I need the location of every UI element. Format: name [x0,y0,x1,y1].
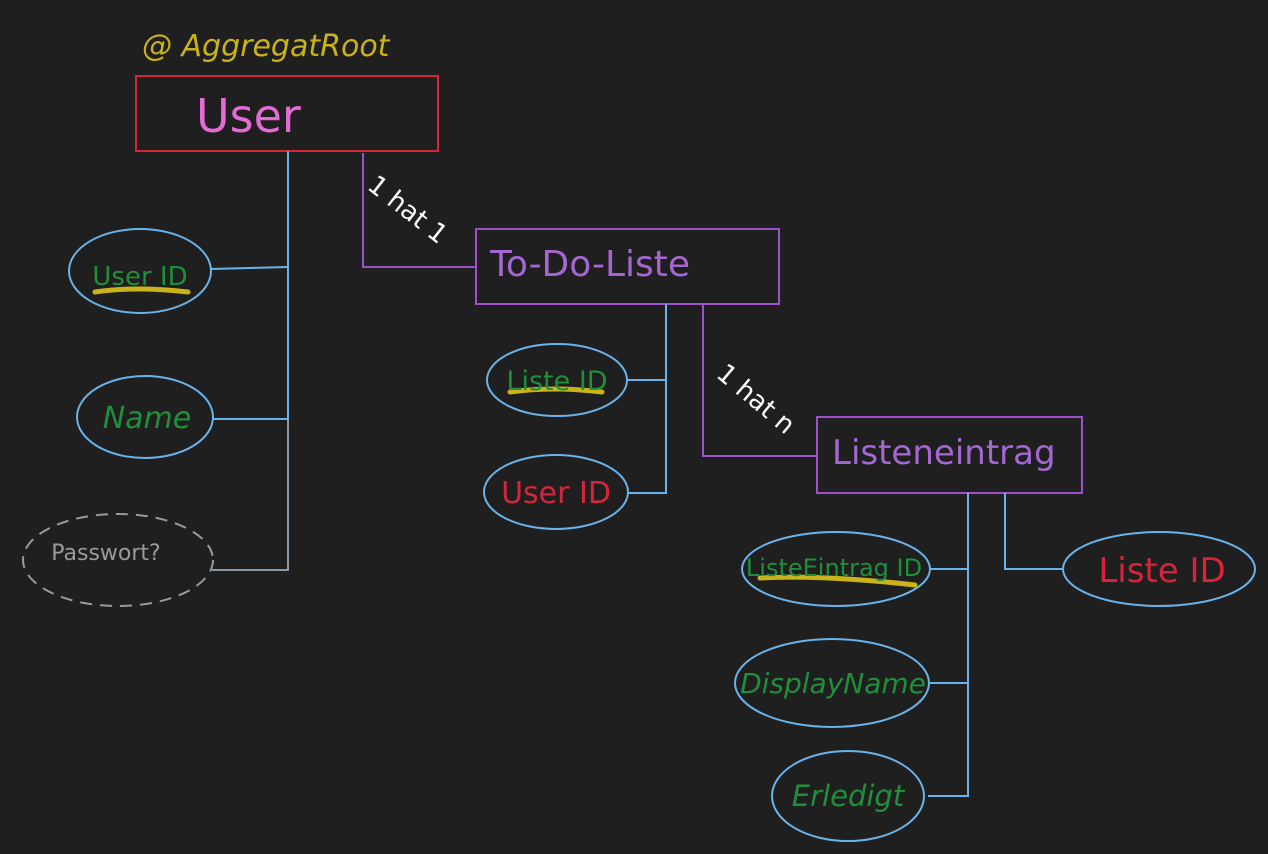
attribute-display-name: DisplayName [734,638,930,728]
user-attribute-connectors [209,151,289,420]
todo-attribute-connectors [628,304,667,494]
attribute-erledigt-label: Erledigt [792,779,906,813]
attribute-user-id: User ID [68,228,212,314]
relation-user-todo-label: 1 hat 1 [362,170,453,250]
attribute-eintrag-id: ListeEintrag ID [741,531,931,607]
attribute-passwort: Passwort? [22,513,214,607]
attribute-eintrag-liste-id-label: Liste ID [1098,551,1225,591]
attribute-eintrag-liste-id: Liste ID [1062,531,1256,607]
attribute-liste-user-id: User ID [483,454,629,530]
entity-todo-liste-label: To-Do-Liste [489,244,690,285]
entity-user: User [135,75,439,152]
aggregate-root-annotation: @ AggregatRoot [142,29,391,64]
relation-todo-entry-label: 1 hat n [711,358,801,440]
passwort-connector [212,420,289,571]
attribute-passwort-label: Passwort? [51,541,160,566]
relation-user-todo-line [362,153,476,268]
attribute-liste-id-label: Liste ID [506,366,607,397]
attribute-display-name-label: DisplayName [740,667,926,700]
entity-listeneintrag: Listeneintrag [816,416,1083,494]
entity-listeneintrag-label: Listeneintrag [832,433,1056,473]
attribute-erledigt: Erledigt [771,750,925,842]
entity-todo-liste: To-Do-Liste [475,228,780,305]
attribute-user-id-label: User ID [92,262,187,292]
entity-user-label: User [196,89,301,143]
attribute-liste-user-id-label: User ID [501,476,611,511]
attribute-name-label: Name [103,401,192,436]
attribute-name: Name [76,375,214,459]
attribute-liste-id: Liste ID [486,343,628,417]
entry-attribute-connectors [928,493,1063,797]
relation-todo-entry-line [702,304,817,457]
attribute-eintrag-id-label: ListeEintrag ID [746,554,922,582]
